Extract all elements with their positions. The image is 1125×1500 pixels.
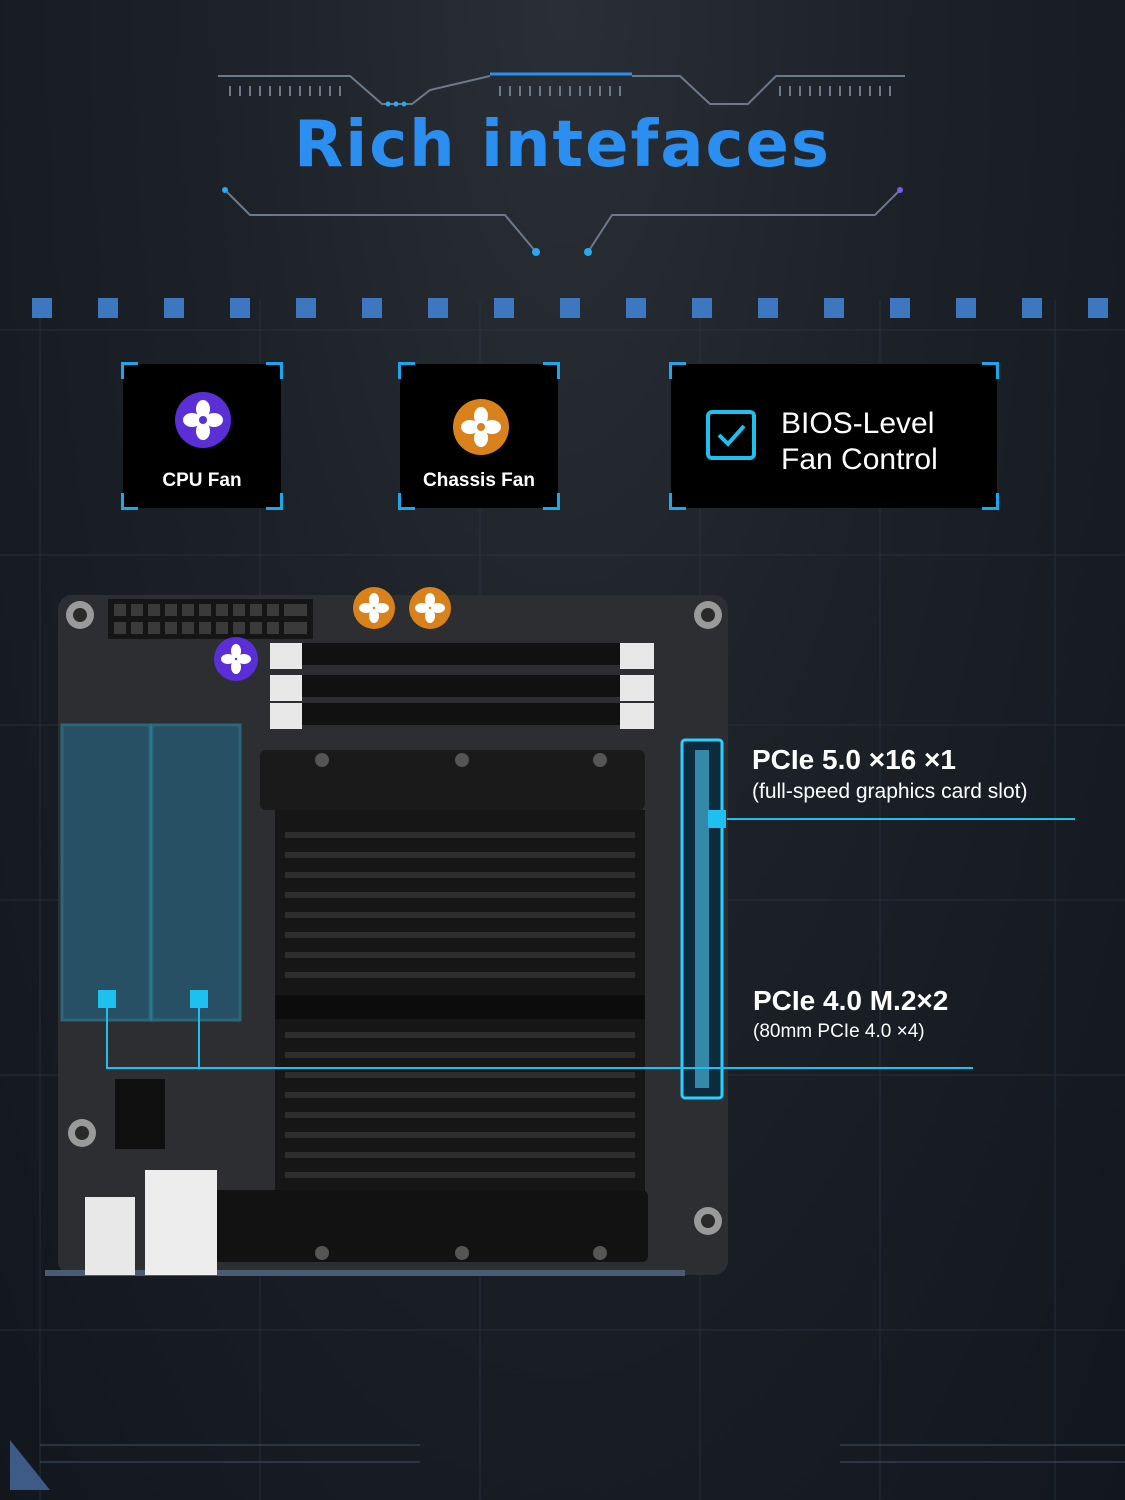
header-circuit-decoration — [218, 72, 905, 256]
bios-line2: Fan Control — [781, 443, 938, 476]
cpu-fan-label: CPU Fan — [162, 470, 242, 491]
bios-fan-control-card: BIOS-Level Fan Control — [669, 362, 999, 510]
checkbox-icon — [706, 410, 756, 460]
motherboard-image — [45, 587, 728, 1276]
pcie5-callout: PCIe 5.0 ×16 ×1 (full-speed graphics car… — [752, 744, 1027, 804]
m2-callout: PCIe 4.0 M.2×2 (80mm PCIe 4.0 ×4) — [753, 985, 948, 1043]
chassis-fan-card: Chassis Fan — [398, 362, 560, 510]
bios-text: BIOS-Level Fan Control — [781, 406, 938, 478]
page-title: Rich intefaces — [294, 108, 831, 182]
m2-title: PCIe 4.0 M.2×2 — [753, 985, 949, 1016]
pcie5-title: PCIe 5.0 ×16 ×1 — [752, 744, 956, 775]
chassis-fan-label: Chassis Fan — [423, 470, 535, 491]
dotted-divider — [32, 298, 1108, 318]
bios-line1: BIOS-Level — [781, 407, 935, 440]
m2-subtitle: (80mm PCIe 4.0 ×4) — [753, 1021, 925, 1042]
pcie5-subtitle: (full-speed graphics card slot) — [752, 780, 1028, 803]
callout-lines — [106, 818, 1075, 1069]
cpu-fan-card: CPU Fan — [121, 362, 283, 510]
fan-icon — [175, 392, 231, 448]
fan-icon — [453, 399, 509, 455]
